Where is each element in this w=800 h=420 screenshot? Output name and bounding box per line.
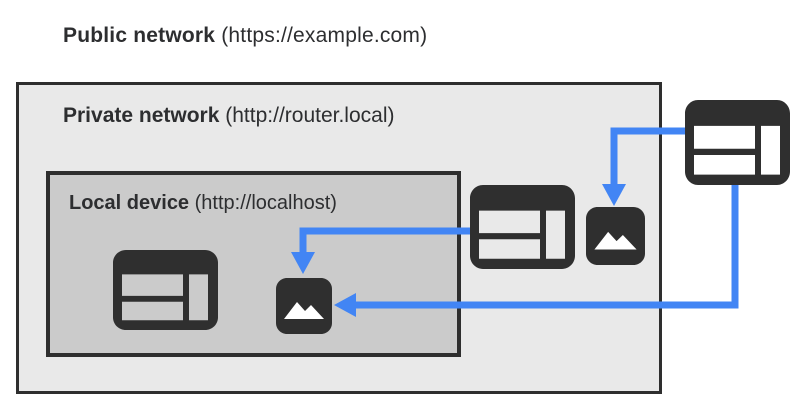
browser-window-icon [470,185,575,269]
browser-window-icon [685,100,790,185]
private-network-box: Private network (http://router.local) Lo… [16,82,662,394]
mountain-glyph [594,231,637,250]
browser-window-icon [113,250,218,330]
private-network-name: Private network [63,104,220,127]
local-device-name: Local device [69,192,190,214]
local-device-box: Local device (http://localhost) [46,171,461,357]
arrow-private-browser-to-local-image [291,227,471,274]
local-device-url: (http://localhost) [194,192,337,214]
private-network-url: (http://router.local) [225,104,395,127]
image-icon [276,278,332,334]
public-network-name: Public network [63,24,216,47]
public-network-url: (https://example.com) [221,24,428,47]
private-network-label: Private network (http://router.local) [63,104,395,128]
arrow-public-browser-to-private-image [602,127,686,206]
image-icon [586,207,645,265]
arrow-public-browser-to-local-image [334,184,739,317]
local-device-label: Local device (http://localhost) [69,192,337,215]
public-network-label: Public network (https://example.com) [63,24,427,48]
mountain-glyph [284,302,324,319]
